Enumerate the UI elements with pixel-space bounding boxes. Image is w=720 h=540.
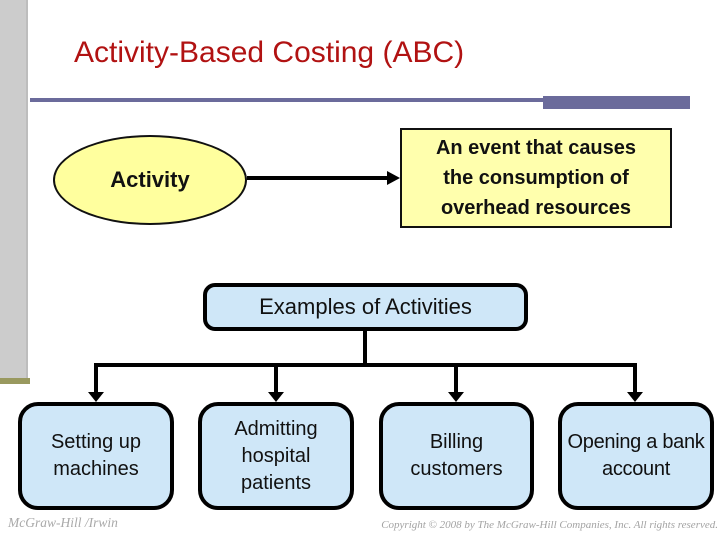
- tree-drop-line: [94, 365, 98, 393]
- footer-brand: McGraw-Hill /Irwin: [8, 515, 118, 530]
- examples-header-box: Examples of Activities: [203, 283, 528, 331]
- event-definition-line: overhead resources: [440, 197, 632, 219]
- down-arrowhead-icon: [627, 392, 643, 402]
- down-arrowhead-icon: [448, 392, 464, 402]
- event-definition-line: An event that causes: [435, 137, 637, 159]
- activity-arrow-line: [247, 176, 388, 180]
- title-divider-line: [30, 98, 543, 102]
- footer-copyright: Copyright © 2008 by The McGraw-Hill Comp…: [381, 519, 718, 531]
- event-definition-box: An event that causes the consumption of …: [400, 128, 672, 228]
- sidebar-accent-bar: [0, 378, 30, 384]
- activity-label: Activity: [110, 167, 190, 192]
- event-definition-line: the consumption of: [443, 167, 629, 189]
- example-card-label: Opening a bank account: [567, 431, 705, 480]
- down-arrowhead-icon: [268, 392, 284, 402]
- example-card-setting-up-machines: Setting up machines: [18, 402, 174, 510]
- right-arrowhead-icon: [387, 171, 400, 185]
- example-card-billing-customers: Billing customers: [379, 402, 534, 510]
- page-title: Activity-Based Costing (ABC): [74, 36, 465, 69]
- tree-drop-line: [274, 365, 278, 393]
- tree-drop-line: [454, 365, 458, 393]
- example-card-label: Admitting hospital patients: [234, 417, 318, 494]
- activity-ellipse: Activity: [53, 135, 247, 225]
- example-card-opening-a-bank-account: Opening a bank account: [558, 402, 714, 510]
- title-divider-accent-block: [543, 96, 690, 109]
- examples-header-label: Examples of Activities: [259, 294, 472, 319]
- down-arrowhead-icon: [88, 392, 104, 402]
- example-card-label: Setting up machines: [50, 431, 142, 480]
- example-card-admitting-hospital-patients: Admitting hospital patients: [198, 402, 354, 510]
- tree-stem-line: [363, 331, 367, 364]
- tree-horizontal-line: [94, 363, 637, 367]
- tree-drop-line: [633, 365, 637, 393]
- sidebar-rail: [0, 0, 28, 378]
- example-card-label: Billing customers: [410, 431, 503, 480]
